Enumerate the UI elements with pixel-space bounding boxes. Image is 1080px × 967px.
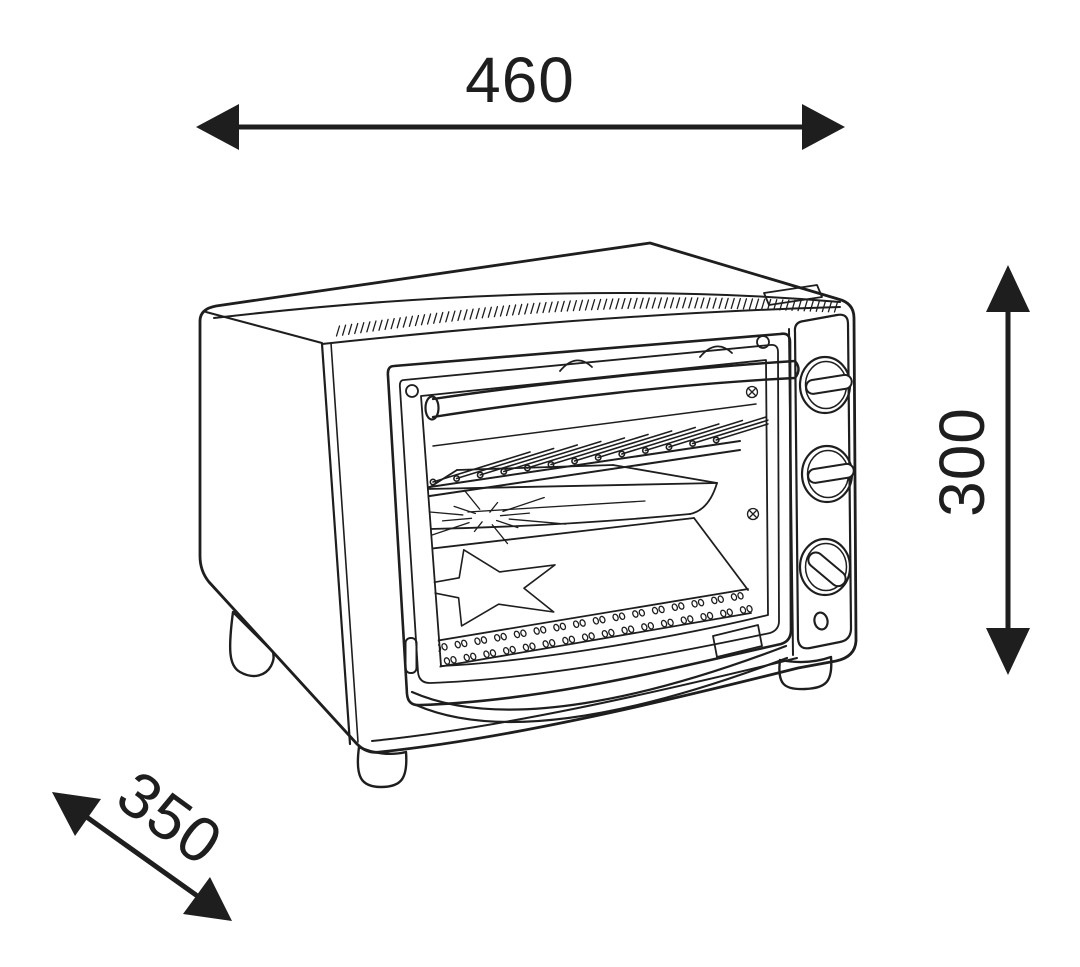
wire-rack [422, 409, 770, 498]
glass-pane-edge [420, 359, 769, 667]
screw-icon [746, 507, 760, 521]
crumb-tray [421, 517, 749, 643]
width-dimension-label: 460 [465, 44, 575, 116]
handle-mount-pin [405, 384, 419, 398]
door-inner-frame [398, 343, 780, 684]
panel-left-boundary [788, 328, 794, 656]
top-badge [763, 284, 823, 306]
frame-screws [745, 385, 760, 521]
floor-shine-star [421, 548, 556, 627]
door-lip-curve-lower [414, 656, 789, 724]
oven-interior [421, 403, 770, 670]
depth-dimension-label: 350 [104, 757, 235, 880]
arrowhead-upleft-icon [52, 792, 101, 836]
handle-bracket [559, 359, 593, 372]
vent-strip [422, 588, 753, 670]
front-left-edge-inner [330, 342, 359, 743]
height-dimension-label: 300 [926, 407, 998, 517]
bottom-band-line [371, 657, 798, 742]
width-dimension: 460 [196, 44, 845, 150]
foot-back-left [228, 610, 275, 678]
control-panel [788, 313, 855, 656]
height-dimension: 300 [926, 265, 1030, 675]
vent-holes [434, 591, 753, 665]
arrowhead-up-icon [986, 265, 1030, 312]
top-face-front-edge [213, 292, 841, 319]
handle-mount-pin [756, 335, 770, 349]
glass-door [386, 332, 793, 724]
knob-top [798, 355, 853, 415]
knob-bottom [798, 537, 852, 597]
door-lip-curve [410, 644, 788, 711]
depth-dimension: 350 [52, 757, 236, 921]
depth-arrow-line [85, 815, 199, 898]
baking-tray [421, 464, 718, 545]
left-panel-top-edge [205, 311, 323, 344]
handle-end-cap [424, 395, 440, 421]
top-edge-hatching [335, 297, 839, 337]
screw-icon [745, 385, 759, 399]
door-label-plate [712, 624, 763, 658]
arrowhead-down-icon [986, 628, 1030, 675]
tray-shine-burst [421, 489, 567, 545]
foot-front-right [778, 655, 833, 691]
cavity-ceiling-line [432, 403, 757, 447]
arrowhead-downright-icon [183, 877, 232, 921]
feet [228, 610, 833, 789]
front-left-edge [320, 342, 352, 746]
arrowhead-left-icon [196, 104, 239, 150]
indicator-light [813, 611, 829, 631]
panel-outline [793, 313, 853, 650]
door-hinge-slot [404, 637, 418, 674]
rack-wires [429, 409, 770, 486]
handle-bracket [699, 345, 733, 358]
arrowhead-right-icon [802, 104, 845, 150]
knob-middle [800, 444, 855, 504]
oven-body [198, 241, 858, 754]
body-outline [198, 241, 858, 754]
front-face-top-edge [321, 306, 841, 345]
